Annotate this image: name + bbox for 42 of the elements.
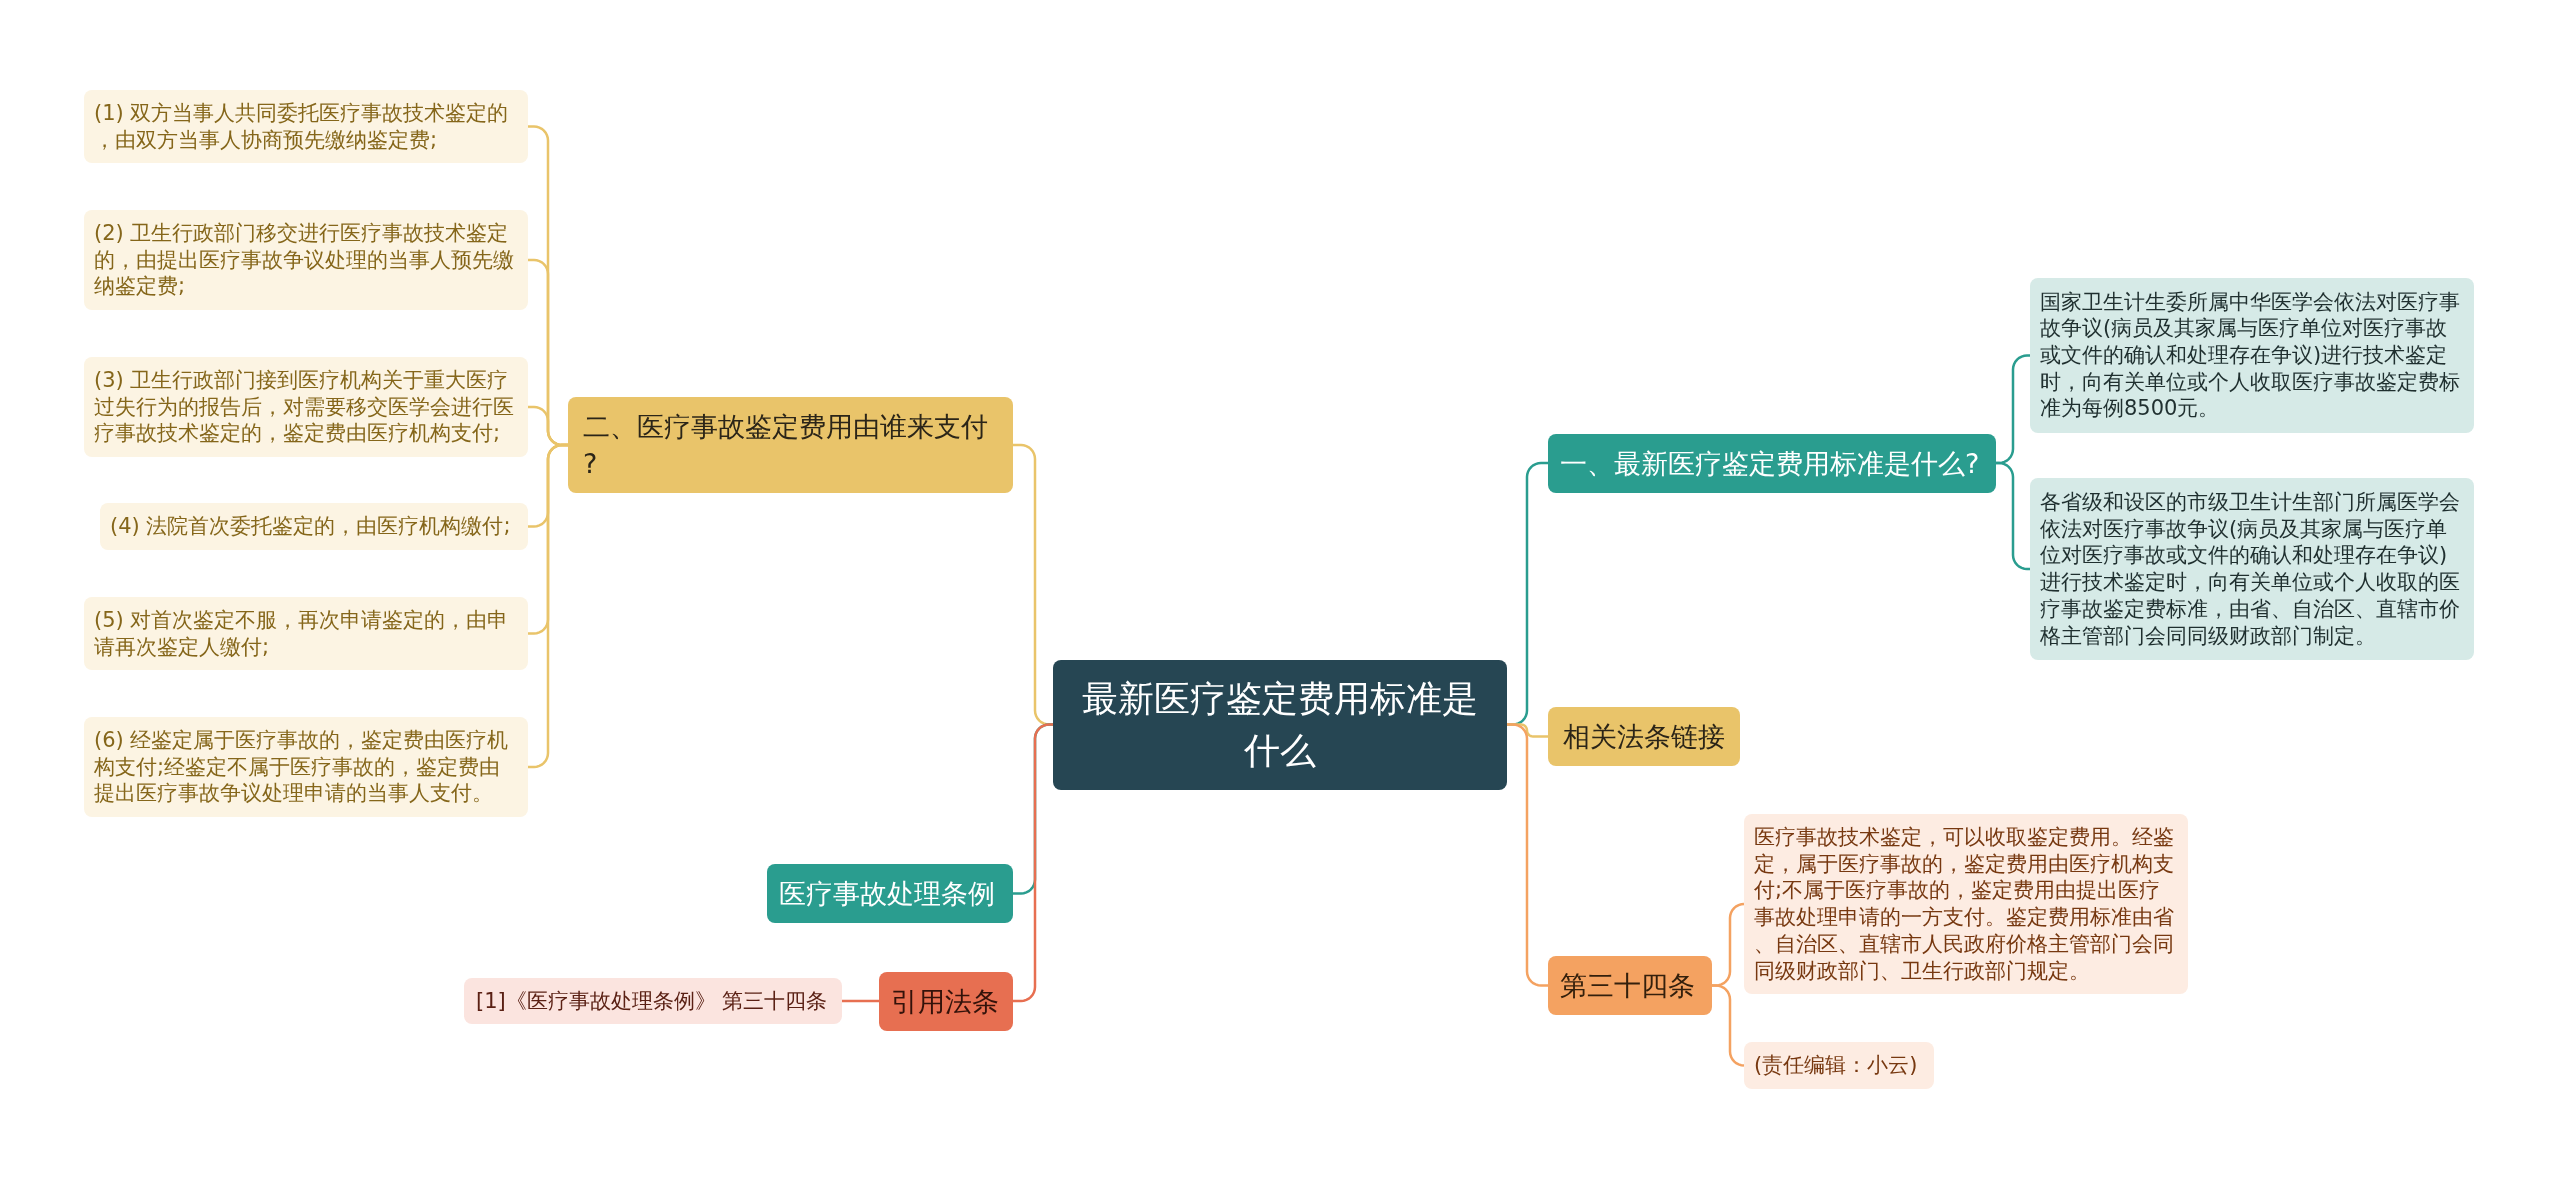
connector-line bbox=[1013, 723, 1053, 1003]
subtopic-text: 各省级和设区的市级卫生计生部门所属医学会依法对医疗事故争议(病员及其家属与医疗单位对医疗事故或文件的确认和处理存在争议)进行技术鉴定时，向有关单位或个人收取的医疗事故鉴定费标准，由省、自治区、直辖市价格主管部门会同同级财政部门制定。 bbox=[2040, 489, 2461, 650]
subtopic-node bbox=[100, 503, 528, 550]
subtopic-node bbox=[84, 597, 528, 671]
subtopic-text: (5) 对首次鉴定不服，再次申请鉴定的，由申请再次鉴定人缴付; bbox=[94, 607, 510, 661]
topic-node bbox=[879, 971, 1013, 1031]
subtopic-text: (1) 双方当事人共同委托医疗事故技术鉴定的，由双方当事人协商预先缴纳鉴定费; bbox=[94, 100, 510, 154]
subtopic-node bbox=[1744, 1042, 1934, 1089]
topic-text: 第三十四条 bbox=[1560, 969, 1696, 1003]
subtopic-text: (3) 卫生行政部门接到医疗机构关于重大医疗过失行为的报告后，对需要移交医学会进行医疗事故技术鉴定的，鉴定费由医疗机构支付; bbox=[94, 367, 515, 448]
topic-text: 引用法条 bbox=[891, 984, 1000, 1019]
subtopic-text: (2) 卫生行政部门移交进行医疗事故技术鉴定的，由提出医疗事故争议处理的当事人预先缴纳鉴定费; bbox=[94, 220, 515, 301]
subtopic-text: (6) 经鉴定属于医疗事故的，鉴定费由医疗机构支付;经鉴定不属于医疗事故的，鉴定费由提出医疗事故争议处理申请的当事人支付。 bbox=[94, 727, 510, 808]
subtopic-text: (责任编辑：小云) bbox=[1754, 1052, 1919, 1079]
connector-line bbox=[842, 999, 879, 1003]
topic-text: 相关法条链接 bbox=[1563, 720, 1725, 754]
topic-node bbox=[568, 397, 1013, 493]
subtopic-node bbox=[2030, 478, 2474, 661]
subtopic-node bbox=[464, 977, 842, 1025]
central-topic bbox=[1053, 659, 1507, 790]
topic-text: 最新医疗鉴定费用标准是什么 bbox=[1081, 676, 1479, 773]
topic-text: 一、最新医疗鉴定费用标准是什么? bbox=[1560, 446, 1981, 481]
connector-line bbox=[1712, 984, 1746, 1067]
subtopic-node bbox=[1744, 814, 2188, 995]
topic-node bbox=[1548, 956, 1712, 1015]
subtopic-node bbox=[84, 210, 528, 311]
subtopic-node bbox=[84, 357, 528, 458]
subtopic-node bbox=[84, 90, 528, 164]
topic-text: 医疗事故处理条例 bbox=[779, 877, 996, 911]
topic-text: 二、医疗事故鉴定费用由谁来支付? bbox=[583, 410, 989, 481]
connector-line bbox=[528, 443, 568, 769]
topic-node bbox=[1548, 707, 1740, 766]
connector-line bbox=[1996, 461, 2030, 571]
topic-node bbox=[767, 864, 1013, 923]
subtopic-text: 医疗事故技术鉴定，可以收取鉴定费用。经鉴定，属于医疗事故的，鉴定费用由医疗机构支付;不属于医疗事故的，鉴定费用由提出医疗事故处理申请的一方支付。鉴定费用标准由省、自治区、直辖市人民政府价格主管部门会同同级财政部门、卫生行政部门规定。 bbox=[1754, 824, 2175, 985]
subtopic-node bbox=[2030, 277, 2474, 433]
topic-node bbox=[1548, 433, 1996, 493]
subtopic-text: 国家卫生计生委所属中华医学会依法对医疗事故争议(病员及其家属与医疗单位对医疗事故或文件的确认和处理存在争议)进行技术鉴定时，向有关单位或个人收取医疗事故鉴定费标准为每例8500元。 bbox=[2040, 288, 2461, 422]
connector-line bbox=[1507, 723, 1548, 987]
subtopic-text: (4) 法院首次委托鉴定的，由医疗机构缴付; bbox=[110, 513, 512, 540]
subtopic-text: [1]《医疗事故处理条例》 第三十四条 bbox=[476, 987, 829, 1015]
subtopic-node bbox=[84, 717, 528, 818]
